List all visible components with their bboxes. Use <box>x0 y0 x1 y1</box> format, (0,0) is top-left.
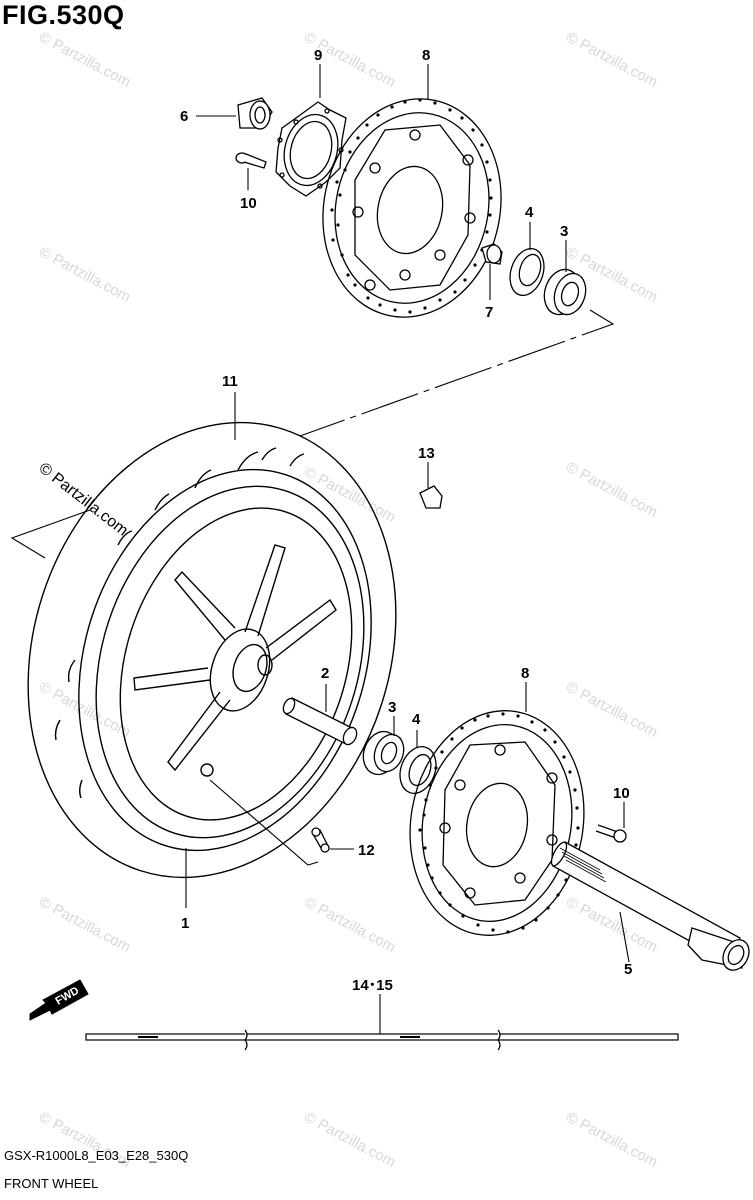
front-axle <box>550 841 750 971</box>
callout-2: 2 <box>321 665 329 682</box>
spacer <box>237 97 273 130</box>
watermark: © Partzilla.com <box>36 244 133 306</box>
front-wheel-tire <box>27 421 397 879</box>
leader-lines <box>185 64 630 1034</box>
callout-8-upper: 8 <box>422 47 430 64</box>
disc-bolt-upper <box>235 152 267 169</box>
callout-12: 12 <box>358 842 375 859</box>
watermark: © Partzilla.com <box>36 894 133 956</box>
figure-title: FIG.530Q <box>2 0 125 30</box>
watermark: © Partzilla.com <box>36 29 133 91</box>
dust-seal-lower <box>399 746 437 794</box>
abs-sensor-ring <box>275 101 347 197</box>
callout-8-lower: 8 <box>521 665 529 682</box>
callout-labels: 9 8 6 10 4 3 7 11 13 2 8 3 4 10 12 1 5 1… <box>180 47 632 994</box>
lower-brake-disc <box>409 710 585 936</box>
upper-brake-disc <box>322 98 502 318</box>
callout-14-15: 14･15 <box>352 977 393 994</box>
callout-4-upper: 4 <box>525 204 534 221</box>
watermark: © Partzilla.com <box>301 1109 398 1171</box>
watermark: © Partzilla.com <box>36 679 133 741</box>
axle-spacer <box>282 697 358 746</box>
figure-name: FRONT WHEEL <box>4 1176 99 1191</box>
watermark: © Partzilla.com <box>563 1109 660 1171</box>
collar <box>481 243 503 265</box>
callout-10-upper: 10 <box>240 195 257 212</box>
callout-3-upper: 3 <box>560 223 568 240</box>
valve-cap <box>419 485 443 509</box>
callout-11: 11 <box>222 373 238 390</box>
callout-10-lower: 10 <box>613 785 630 802</box>
tire-valve <box>311 827 330 853</box>
callout-4-lower: 4 <box>412 711 421 728</box>
watermark: © Partzilla.com <box>563 679 660 741</box>
balance-weight-strip <box>85 1029 679 1051</box>
callout-3-lower: 3 <box>388 699 396 716</box>
watermark: © Partzilla.com <box>563 29 660 91</box>
assembly-guide-lines <box>10 309 615 866</box>
callout-7: 7 <box>485 304 493 321</box>
watermarks: © Partzilla.com © Partzilla.com © Partzi… <box>36 29 660 1171</box>
watermark-dark: © Partzilla.com <box>36 460 131 540</box>
bearing-lower <box>362 730 405 776</box>
callout-5: 5 <box>624 961 632 978</box>
callout-9: 9 <box>314 47 322 64</box>
watermark: © Partzilla.com <box>301 894 398 956</box>
bearing-upper <box>543 268 587 316</box>
disc-bolt-lower <box>595 824 627 843</box>
dust-seal-upper <box>509 247 545 297</box>
watermark: © Partzilla.com <box>301 464 398 526</box>
callout-1: 1 <box>181 915 189 932</box>
figure-model-code: GSX-R1000L8_E03_E28_530Q <box>4 1148 189 1163</box>
callout-13: 13 <box>418 445 435 462</box>
watermark: © Partzilla.com <box>563 459 660 521</box>
callout-6: 6 <box>180 108 188 125</box>
forward-direction-arrow: FWD <box>29 979 89 1021</box>
